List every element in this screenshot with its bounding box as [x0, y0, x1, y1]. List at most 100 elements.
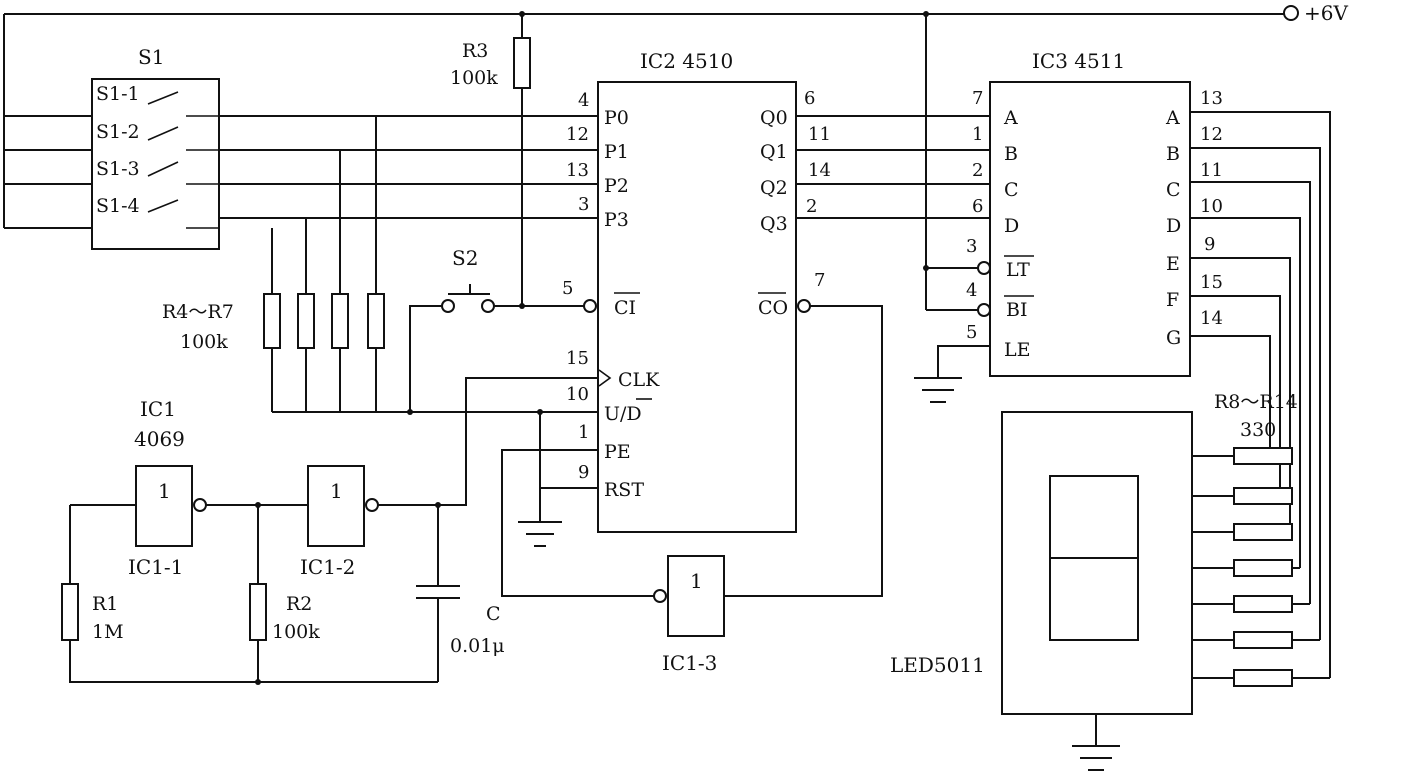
ic2-ground — [518, 521, 562, 547]
ic3-title: IC3 4511 — [1032, 49, 1125, 73]
junctions — [255, 11, 929, 685]
oscillator: IC1 4069 1 IC1-1 1 IC1-2 R1 1M R2 100k C… — [61, 377, 598, 683]
display-ground — [1072, 745, 1120, 771]
supply-label: +6V — [1304, 1, 1348, 25]
ic3-4511: IC3 4511 7 1 2 6 3 4 5 A B C D LT BI LE … — [914, 49, 1331, 678]
r4r7-ref: R4～R7 — [162, 301, 234, 323]
ic3-lt: LT — [1006, 259, 1030, 281]
ic3-in-d: D — [1004, 215, 1019, 237]
ic3-pin-10: 10 — [1200, 196, 1223, 217]
ic3-pin-9: 9 — [1204, 234, 1215, 255]
ic3-pin-11: 11 — [1200, 160, 1223, 181]
ic3-in-a: A — [1003, 107, 1018, 129]
s1-switch-2: S1-2 — [96, 121, 219, 151]
ic2-4510: IC2 4510 4 12 13 3 5 15 10 1 9 P0 P1 P2 … — [501, 49, 990, 597]
ic3-out-a: A — [1165, 107, 1180, 129]
ic3-pin-14: 14 — [1200, 308, 1223, 329]
resistors-r4-r7: R4～R7 100k — [162, 116, 598, 413]
supply-terminal — [1283, 5, 1299, 21]
ic2-pin-2: 2 — [806, 196, 817, 217]
ic2-body — [597, 81, 797, 533]
ic3-pin-2: 2 — [972, 160, 983, 181]
gate-ic1-3-label: IC1-3 — [662, 651, 717, 675]
resistor-r1 — [61, 583, 79, 641]
gate-ic1-1: 1 IC1-1 — [128, 465, 207, 579]
ic2-pin-12: 12 — [566, 124, 589, 145]
r2-value: 100k — [272, 621, 320, 643]
ic3-pin-13: 13 — [1200, 88, 1223, 109]
ic3-bi: BI — [1006, 299, 1027, 321]
s1-switch-3: S1-3 — [96, 158, 219, 185]
r8r14-ref: R8～R14 — [1214, 391, 1298, 413]
s1-switch-4: S1-4 — [96, 195, 219, 229]
ic2-p3: P3 — [604, 209, 629, 231]
r4r7-value: 100k — [180, 331, 228, 353]
r3-ref: R3 — [462, 40, 488, 62]
s1-4-label: S1-4 — [96, 195, 140, 217]
ic3-out-d: D — [1166, 215, 1181, 237]
capacitor-c: C 0.01μ — [416, 505, 505, 682]
ic2-ud: U/D — [604, 403, 642, 425]
ic3-out-g: G — [1166, 327, 1181, 349]
ic2-p0: P0 — [604, 107, 629, 129]
r8r14-value: 330 — [1240, 419, 1276, 441]
gate-1-symbol: 1 — [158, 479, 171, 503]
ic2-q2: Q2 — [760, 177, 788, 199]
ic1-ref: IC1 — [140, 397, 176, 421]
ic2-pe: PE — [604, 441, 631, 463]
ic3-pin-5: 5 — [966, 322, 977, 343]
ic3-out-e: E — [1166, 253, 1180, 275]
c-value: 0.01μ — [450, 635, 505, 657]
ic3-pin-3: 3 — [966, 236, 977, 257]
resistors-r8-r14: R8～R14 330 — [1192, 391, 1330, 687]
ic3-pin-15: 15 — [1200, 272, 1223, 293]
gate-ic1-2-label: IC1-2 — [300, 555, 355, 579]
ic2-co: CO — [758, 297, 788, 319]
ic2-q1: Q1 — [760, 141, 788, 163]
ic2-pin-1: 1 — [578, 422, 589, 443]
ic2-pin-6: 6 — [804, 88, 815, 109]
ic3-body — [989, 81, 1191, 377]
ic2-pin-4: 4 — [578, 90, 589, 111]
ic2-clk: CLK — [618, 369, 660, 391]
ic2-title: IC2 4510 — [640, 49, 733, 73]
s1-3-label: S1-3 — [96, 158, 140, 180]
led-display: LED5011 — [890, 411, 1193, 771]
ic2-pin-11: 11 — [808, 124, 831, 145]
switch-s1: S1 S1-1 S1-2 S1-3 S1-4 — [4, 45, 598, 250]
ic2-p2: P2 — [604, 175, 629, 197]
ic3-out-c: C — [1166, 179, 1181, 201]
ic2-pin-14: 14 — [808, 160, 831, 181]
s1-2-label: S1-2 — [96, 121, 140, 143]
ic2-pin-5: 5 — [562, 278, 573, 299]
resistor-r3: R3 100k — [450, 37, 531, 306]
supply-rail: +6V — [3, 1, 1348, 310]
ic3-pin-6: 6 — [972, 196, 983, 217]
ic2-p1: P1 — [604, 141, 629, 163]
resistor-r2 — [249, 583, 267, 641]
s1-body — [91, 78, 220, 250]
ic3-pin-1: 1 — [972, 124, 983, 145]
s1-switch-1: S1-1 — [96, 83, 219, 117]
ic2-pin-7: 7 — [814, 270, 825, 291]
ic2-pin-10: 10 — [566, 384, 589, 405]
r3-value: 100k — [450, 67, 498, 89]
gate-3-symbol: 1 — [690, 569, 703, 593]
s1-label: S1 — [138, 45, 164, 69]
r1-value: 1M — [92, 621, 124, 643]
ic3-le: LE — [1004, 339, 1031, 361]
ic2-q0: Q0 — [760, 107, 788, 129]
ic3-out-f: F — [1166, 289, 1179, 311]
ic3-le-ground-wire — [937, 345, 990, 378]
gate-2-symbol: 1 — [330, 479, 343, 503]
ic2-q3: Q3 — [760, 213, 788, 235]
s1-1-label: S1-1 — [96, 83, 140, 105]
display-label: LED5011 — [890, 653, 985, 677]
ic2-pin-9: 9 — [578, 462, 589, 483]
ic3-pin-4: 4 — [966, 280, 977, 301]
ic3-pin-12: 12 — [1200, 124, 1223, 145]
s2-label: S2 — [452, 246, 478, 270]
ic2-clk-triangle — [598, 369, 612, 387]
ic1-part: 4069 — [134, 427, 185, 451]
